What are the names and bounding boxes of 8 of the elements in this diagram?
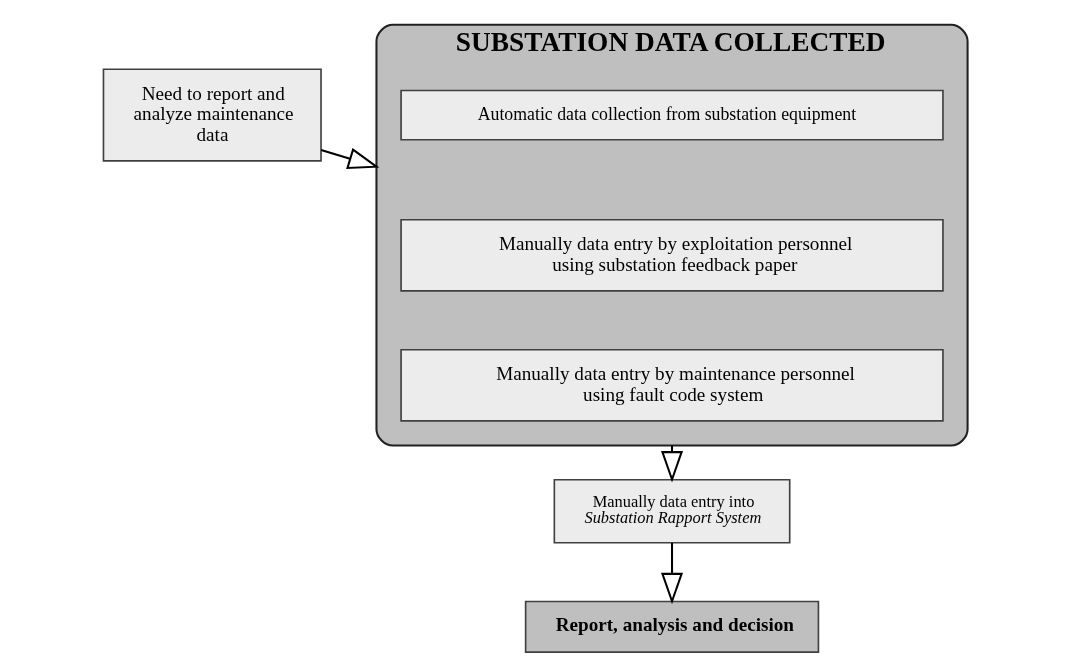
node-box: Manually data entry by exploitation personnel using substation feedback paper bbox=[400, 218, 944, 292]
arrow bbox=[320, 147, 380, 170]
node-box: Need to report and analyze maintenance data bbox=[102, 68, 322, 162]
node-box: Manually data entry by maintenance personnel using fault code system bbox=[400, 348, 944, 422]
node-box: Manually data entry into Substation Rapport System bbox=[553, 478, 791, 544]
node-box: Automatic data collection from substation equipment bbox=[400, 89, 944, 141]
arrow bbox=[661, 542, 684, 605]
node-box: Report, analysis and decision bbox=[524, 600, 820, 653]
